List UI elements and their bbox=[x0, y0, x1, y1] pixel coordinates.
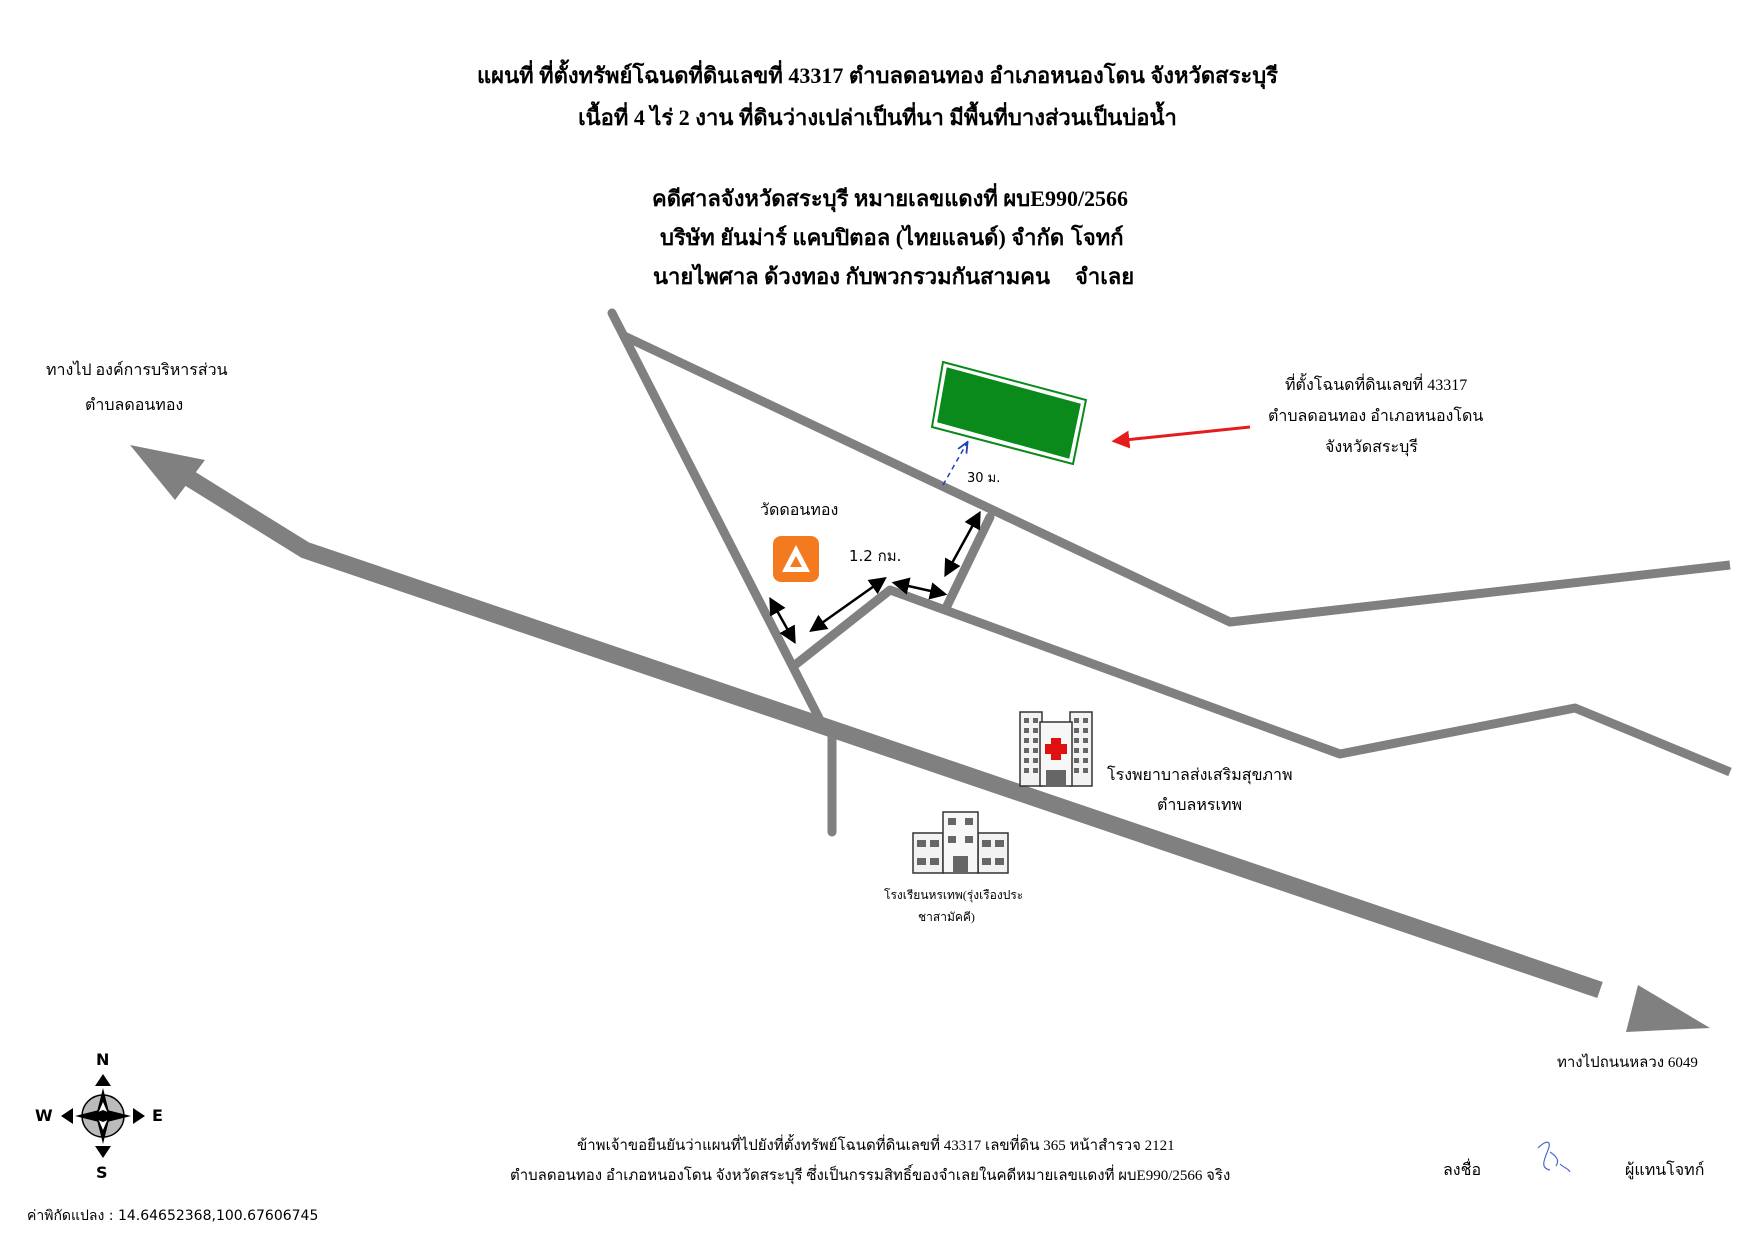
distance-12km-label: 1.2 กม. bbox=[849, 547, 902, 565]
map-title-line-2: เนื้อที่ 4 ไร่ 2 งาน ที่ดินว่างเปล่าเป็น… bbox=[578, 105, 1177, 130]
map-title-line-1: แผนที่ ที่ตั้งทรัพย์โฉนดที่ดินเลขที่ 433… bbox=[477, 63, 1278, 88]
land-parcel bbox=[934, 364, 1084, 462]
distance-arrow-3 bbox=[891, 577, 948, 600]
parcel-label-line-2: ตำบลดอนทอง อำเภอหนองโดน bbox=[1268, 408, 1484, 425]
dashed-distance-arrow bbox=[942, 443, 967, 486]
to-highway-label: ทางไปถนนหลวง 6049 bbox=[1557, 1055, 1698, 1071]
school-label-line-2: ชาสามัคคี) bbox=[918, 910, 975, 924]
hospital-icon bbox=[1019, 711, 1093, 787]
defendant-name: นายไพศาล ด้วงทอง กับพวกรวมกันสามคน bbox=[653, 264, 1051, 289]
to-tao-label-line-1: ทางไป องค์การบริหารส่วน bbox=[46, 362, 228, 379]
compass-south-label: S bbox=[96, 1163, 108, 1182]
main-highway bbox=[163, 457, 1603, 999]
hospital-label-line-2: ตำบลหรเทพ bbox=[1157, 797, 1243, 814]
sign-label: ลงชื่อ bbox=[1443, 1162, 1482, 1179]
parcel-label-line-3: จังหวัดสระบุรี bbox=[1325, 439, 1418, 456]
road-diagonal-left bbox=[607, 308, 825, 725]
temple-label: วัดดอนทอง bbox=[760, 502, 839, 519]
land-parcel-outline bbox=[930, 360, 1088, 466]
highway-arrowhead-west bbox=[130, 445, 205, 500]
compass-west-label: W bbox=[35, 1106, 53, 1125]
plaintiff-name: บริษัท ยันม่าร์ แคบปิตอล (ไทยแลนด์) จำกั… bbox=[660, 225, 1065, 250]
compass-east-label: E bbox=[152, 1106, 163, 1125]
compass-north-label: N bbox=[96, 1050, 110, 1069]
distance-30m-label: 30 ม. bbox=[967, 471, 1001, 486]
hospital-label-line-1: โรงพยาบาลส่งเสริมสุขภาพ bbox=[1107, 767, 1293, 784]
to-tao-label-line-2: ตำบลดอนทอง bbox=[85, 397, 184, 414]
defendant-role: จำเลย bbox=[1075, 264, 1135, 289]
compass-rose-icon bbox=[61, 1074, 145, 1158]
signature-icon bbox=[1537, 1141, 1571, 1173]
sign-role: ผู้แทนโจทก์ bbox=[1625, 1162, 1705, 1179]
distance-arrow-1 bbox=[769, 596, 796, 645]
coordinates-label: ค่าพิกัดแปลง : 14.64652368,100.67606745 bbox=[27, 1208, 319, 1224]
certify-line-2: ตำบลดอนทอง อำเภอหนองโดน จังหวัดสระบุรี ซ… bbox=[510, 1168, 1231, 1184]
certify-line-1: ข้าพเจ้าขอยืนยันว่าแผนที่ไปยังที่ตั้งทรั… bbox=[577, 1138, 1175, 1154]
plaintiff-role: โจทก์ bbox=[1071, 225, 1124, 250]
school-label-line-1: โรงเรียนหรเทพ(รุ่งเรืองประ bbox=[884, 888, 1024, 902]
school-icon bbox=[912, 811, 1009, 874]
distance-arrow-4 bbox=[944, 510, 981, 578]
distance-arrow-2 bbox=[809, 576, 887, 633]
highway-arrowhead-east bbox=[1626, 985, 1710, 1032]
court-case-number: คดีศาลจังหวัดสระบุรี หมายเลขแดงที่ ผบE99… bbox=[652, 186, 1129, 211]
parcel-pointer-arrow bbox=[1111, 425, 1251, 449]
road-north-east bbox=[620, 330, 1731, 627]
temple-icon bbox=[773, 536, 819, 582]
parcel-label-line-1: ที่ตั้งโฉนดที่ดินเลขที่ 43317 bbox=[1285, 377, 1468, 394]
